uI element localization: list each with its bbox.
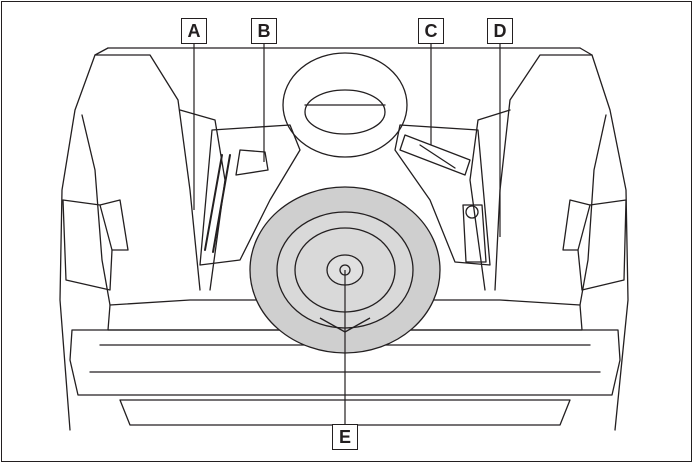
tool-d [462,204,487,263]
callout-c: C [418,18,444,44]
jack-handle-a [204,154,231,253]
right-taillight [577,199,627,291]
tool-b [235,149,269,176]
jack-c [399,134,471,176]
callout-e: E [332,424,358,450]
callout-a: A [181,18,207,44]
right-storage-tray [394,124,491,266]
rear-bumper [69,329,621,396]
left-taillight [62,199,113,291]
callout-b: B [251,18,277,44]
body-outline-left [59,47,109,431]
body-outline-right [579,47,629,431]
tire-cover-lid [282,52,408,158]
callout-d: D [487,18,513,44]
left-storage-tray [199,124,301,266]
